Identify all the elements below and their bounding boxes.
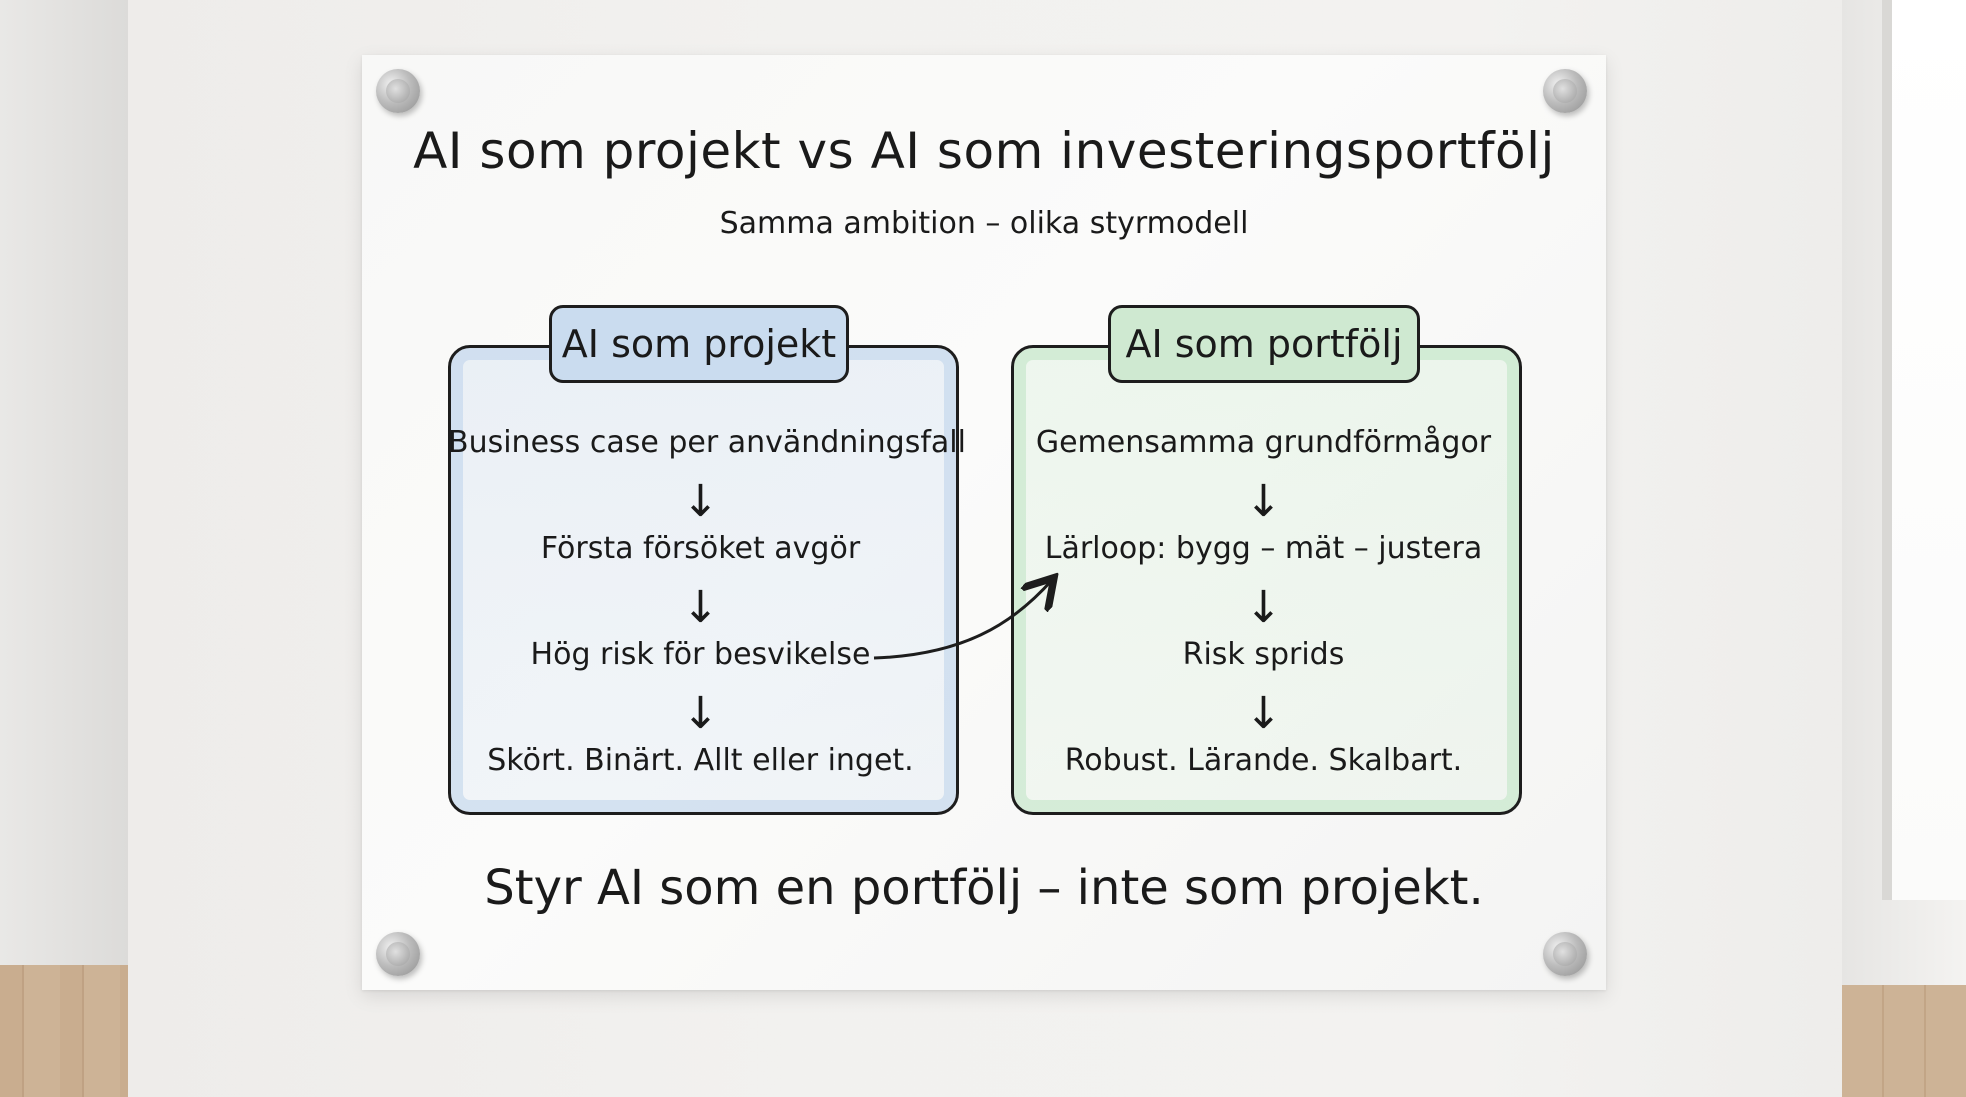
curved-arrow-icon bbox=[362, 55, 1606, 990]
floor-right bbox=[1842, 985, 1966, 1097]
floor-left bbox=[0, 965, 128, 1097]
diagram-footer: Styr AI som en portfölj – inte som proje… bbox=[362, 860, 1606, 916]
room-left-wall bbox=[0, 0, 128, 1097]
window bbox=[1882, 0, 1966, 900]
acrylic-board: AI som projekt vs AI som investeringspor… bbox=[362, 55, 1606, 990]
